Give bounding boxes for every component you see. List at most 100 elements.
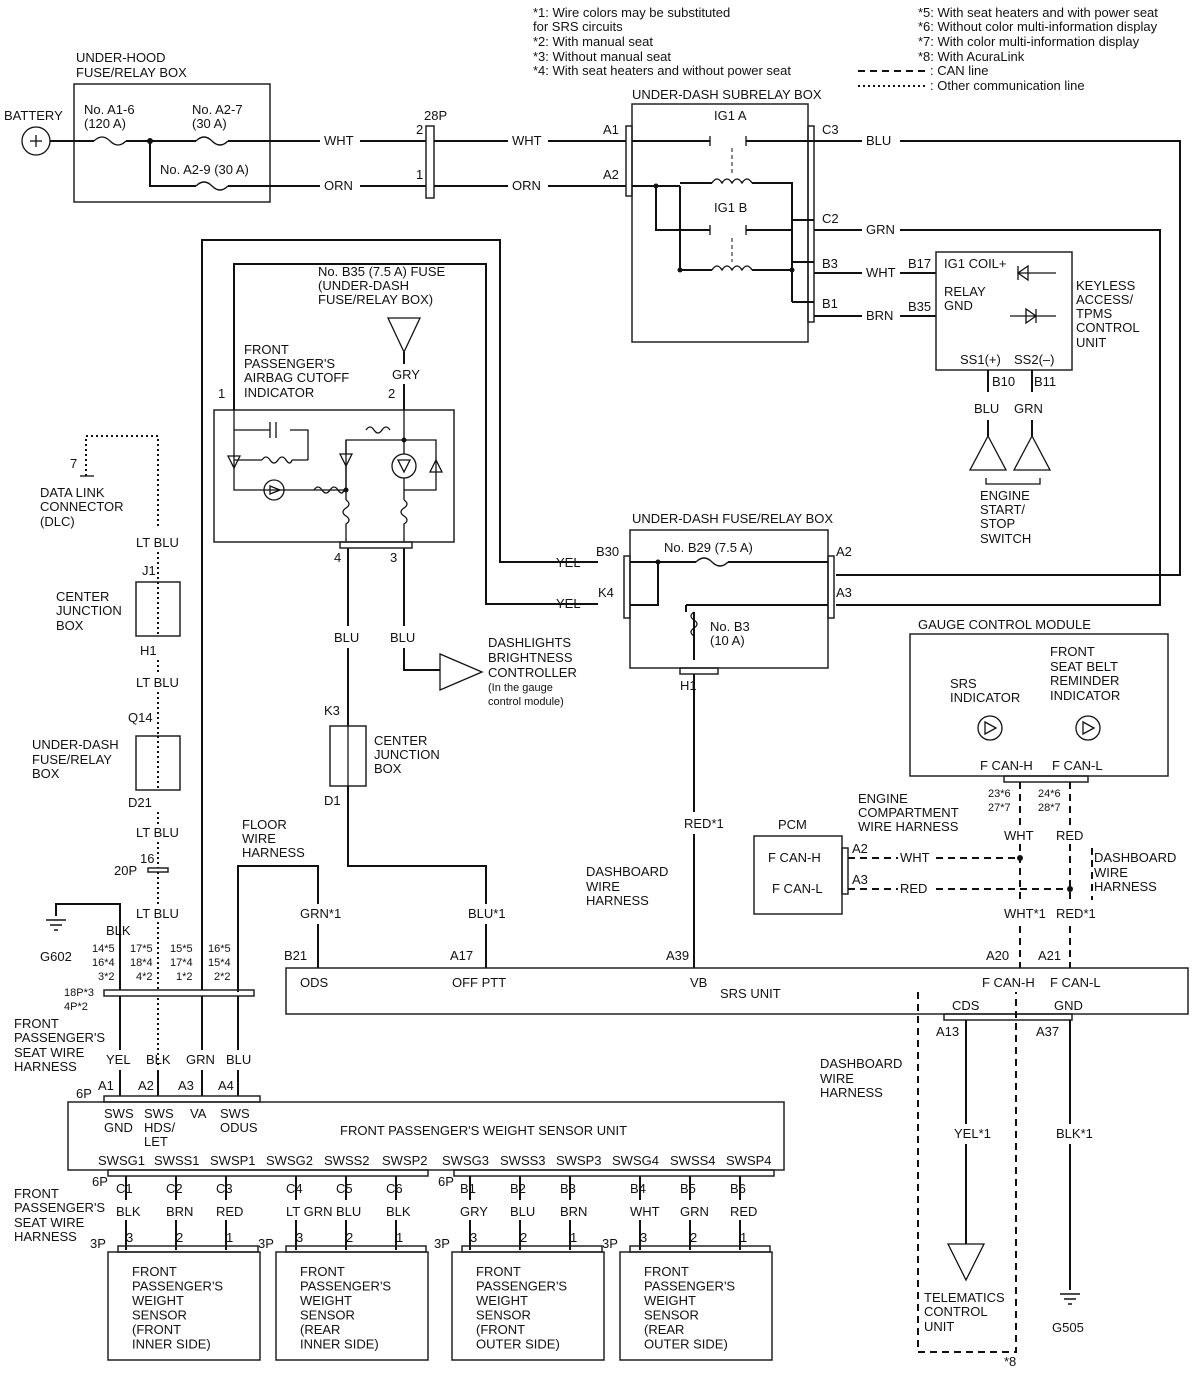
sensor-pin-number: 3 <box>296 1230 303 1245</box>
floor-harness-2: WIRE <box>242 831 276 846</box>
dash-harness-2a: DASHBOARD <box>586 864 668 879</box>
wsu-top-2a: SWS <box>144 1106 174 1121</box>
underdash-fuse-box: UNDER-DASH FUSE/RELAY BOX YEL YEL B30 K4… <box>556 511 852 968</box>
wire-gry: GRY <box>392 367 420 382</box>
srs-a17: A17 <box>450 948 473 963</box>
wsu-top-1b: GND <box>104 1120 133 1135</box>
pcm-a3: A3 <box>852 872 868 887</box>
wsu-top-2c: LET <box>144 1134 168 1149</box>
start-switch-label-1: ENGINE <box>980 488 1030 503</box>
wsu-top-4a: SWS <box>220 1106 250 1121</box>
sensor-label-line: (REAR <box>644 1322 684 1337</box>
sensor-label-line: WEIGHT <box>300 1293 352 1308</box>
fuse-a29-icon <box>195 181 229 191</box>
note-1: *1: Wire colors may be substituted <box>533 5 730 20</box>
dimmer-name-2: BRIGHTNESS <box>488 650 573 665</box>
srs-b21: B21 <box>284 948 307 963</box>
dimmer-icon <box>439 653 484 691</box>
conn20p-pin16: 16 <box>140 851 154 866</box>
battery: BATTERY <box>4 108 63 156</box>
telematics-name-2: CONTROL <box>924 1304 988 1319</box>
sensor-label-line: PASSENGER'S <box>300 1279 391 1294</box>
sensor-label-line: PASSENGER'S <box>132 1279 223 1294</box>
indicator-name-3: AIRBAG CUTOFF <box>244 370 349 385</box>
udfuse-h1: H1 <box>680 678 697 693</box>
keyless-unit: B17 B35 IG1 COIL+ RELAY GND SS1(+) SS2(–… <box>908 251 1140 546</box>
conn-c4-c: 2*2 <box>214 971 231 983</box>
note-8: *8: With AcuraLink <box>918 49 1025 64</box>
sensor-label-line: (REAR <box>300 1322 340 1337</box>
wire-brn-b1: BRN <box>866 308 893 323</box>
start-switch-label-2: START/ <box>980 502 1025 517</box>
wsu-pin-a1: A1 <box>98 1078 114 1093</box>
wsu-pin-c2: C2 <box>166 1181 183 1196</box>
start-switch-icon-2 <box>1012 434 1052 471</box>
srs-a13: A13 <box>936 1024 959 1039</box>
wsu-swsp4: SWSP4 <box>726 1153 772 1168</box>
wire-wht-can: WHT <box>1004 828 1034 843</box>
wsu-wire-color: RED <box>730 1204 757 1219</box>
udfuse-k4: K4 <box>598 585 614 600</box>
udb-name-1: UNDER-DASH <box>32 737 119 752</box>
sensor-label-line: SENSOR <box>644 1308 699 1323</box>
cjb-name-1: CENTER <box>56 589 109 604</box>
sensor-label-line: WEIGHT <box>644 1293 696 1308</box>
wire-grn-b11: GRN <box>1014 401 1043 416</box>
sensor-3p-label: 3P <box>258 1236 274 1251</box>
note-4: *4: With seat heaters and without power … <box>533 63 791 78</box>
note-5: *5: With seat heaters and with power sea… <box>918 5 1158 20</box>
wire-blu-pin4: BLU <box>334 630 359 645</box>
wsu-swss4: SWSS4 <box>670 1153 716 1168</box>
relay-ig1a-label: IG1 A <box>714 108 747 123</box>
wsu-6p-b: 6P <box>438 1174 454 1189</box>
seat-harness-1b: PASSENGER'S <box>14 1030 105 1045</box>
indicator-name-2: PASSENGER'S <box>244 356 335 371</box>
underhood-box: UNDER-HOOD FUSE/RELAY BOX No. A1-6 (120 … <box>50 50 426 203</box>
conn-c1-a: 14*5 <box>92 943 115 955</box>
wire-blk-a2: BLK <box>146 1052 171 1067</box>
gauge-pin23: 23*6 <box>988 788 1011 800</box>
wire-blu-a4: BLU <box>226 1052 251 1067</box>
sensor-pin-number: 2 <box>176 1230 183 1245</box>
sensor-label-line: FRONT <box>644 1264 689 1279</box>
conn-4p: 4P*2 <box>64 1001 88 1013</box>
dash-harness-3c: HARNESS <box>820 1085 883 1100</box>
gauge-pin27: 27*7 <box>988 802 1011 814</box>
seat-connector: BLK G602 14*5 16*4 3*2 17*5 18*4 4*2 15*… <box>14 903 261 1103</box>
seat-harness-1c: SEAT WIRE <box>14 1045 85 1060</box>
wsu-6p-top: 6P <box>76 1086 92 1101</box>
fuse-a27-rating: (30 A) <box>192 116 227 131</box>
wire-ltblu-1: LT BLU <box>136 535 179 550</box>
conn-c3-a: 15*5 <box>170 943 193 955</box>
srs-fcanl: F CAN-L <box>1050 975 1101 990</box>
fuse-b29-label: No. B29 (7.5 A) <box>664 540 753 555</box>
srs-ods: ODS <box>300 975 329 990</box>
subrelay-box: UNDER-DASH SUBRELAY BOX A1 A2 C3 C2 B3 B… <box>603 87 1181 606</box>
wsu-wire-color: RED <box>216 1204 243 1219</box>
wsu-wire-color: LT GRN <box>286 1204 332 1219</box>
indicator-pin3: 3 <box>390 550 397 565</box>
sensor-label-line: SENSOR <box>132 1308 187 1323</box>
keyless-coil: IG1 COIL+ <box>944 256 1007 271</box>
notes-right: *5: With seat heaters and with power sea… <box>858 5 1158 93</box>
subrelay-a1: A1 <box>603 122 619 137</box>
wire-yel-2: YEL <box>556 596 581 611</box>
conn-c2-b: 18*4 <box>130 957 153 969</box>
telematics-name-3: UNIT <box>924 1319 954 1334</box>
gauge-belt-1: FRONT <box>1050 644 1095 659</box>
sensor-pin-number: 3 <box>640 1230 647 1245</box>
gauge-pin24: 24*6 <box>1038 788 1061 800</box>
wire-yel-a1: YEL <box>106 1052 131 1067</box>
wsu-top-1a: SWS <box>104 1106 134 1121</box>
wsu-swsp3: SWSP3 <box>556 1153 602 1168</box>
wire-blk-g602: BLK <box>106 923 131 938</box>
note-comm: : Other communication line <box>930 78 1085 93</box>
srs-gnd: GND <box>1054 998 1083 1013</box>
sensor-pin-number: 1 <box>570 1230 577 1245</box>
gauge-title: GAUGE CONTROL MODULE <box>918 617 1091 632</box>
g505-ground-icon <box>1060 1293 1080 1305</box>
airbag-cutoff-indicator: No. B35 (7.5 A) FUSE (UNDER-DASH FUSE/RE… <box>201 239 598 948</box>
